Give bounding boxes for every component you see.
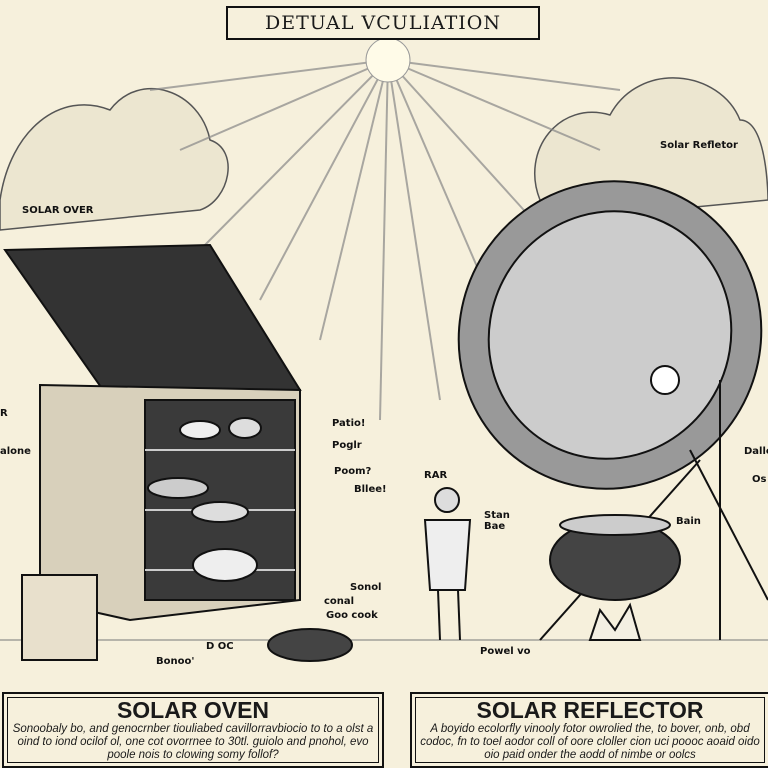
label-bllee: Bllee!	[354, 484, 387, 495]
label-poglr: Poglr	[332, 440, 362, 451]
label-bonoo: Bonoo'	[156, 656, 195, 667]
label-sonol: Sonol	[350, 582, 382, 593]
label-goo-cook: Goo cook	[326, 610, 378, 621]
label-conal: conal	[324, 596, 355, 607]
label-poom: Poom?	[334, 466, 372, 477]
solar-reflector-description: A boyido ecolorfly vinooly fotor owrolie…	[420, 723, 760, 761]
label-rar: RAR	[424, 470, 448, 481]
label-powel: Powel vo	[480, 646, 531, 657]
solar-oven-panel: SOLAR OVEN Sonoobaly bo, and genocrnber …	[2, 692, 384, 768]
solar-reflector-panel: SOLAR REFLECTOR A boyido ecolorfly vinoo…	[410, 692, 768, 768]
sun	[365, 37, 411, 83]
label-solar-oven: SOLAR OVER	[22, 205, 94, 216]
label-alone: alone	[0, 446, 31, 457]
label-stan-bae: Stan Bae	[484, 510, 510, 532]
solar-oven	[3, 243, 353, 662]
label-bain: Bain	[676, 516, 701, 527]
person	[423, 487, 472, 641]
page-title: DETUAL VCULIATION	[226, 6, 540, 40]
label-os: Os	[752, 474, 767, 485]
solar-reflector-heading: SOLAR REFLECTOR	[476, 697, 704, 723]
solar-reflector	[457, 180, 768, 641]
solar-oven-description: Sonoobaly bo, and genocrnber tiouliabed …	[12, 723, 374, 761]
label-r: R	[0, 408, 8, 419]
label-patio: Patio!	[332, 418, 366, 429]
label-dalle: Dalle	[744, 446, 768, 457]
solar-oven-heading: SOLAR OVEN	[116, 697, 270, 723]
label-solar-reflector: Solar Refletor	[660, 140, 738, 151]
label-doc: D OC	[206, 641, 234, 652]
